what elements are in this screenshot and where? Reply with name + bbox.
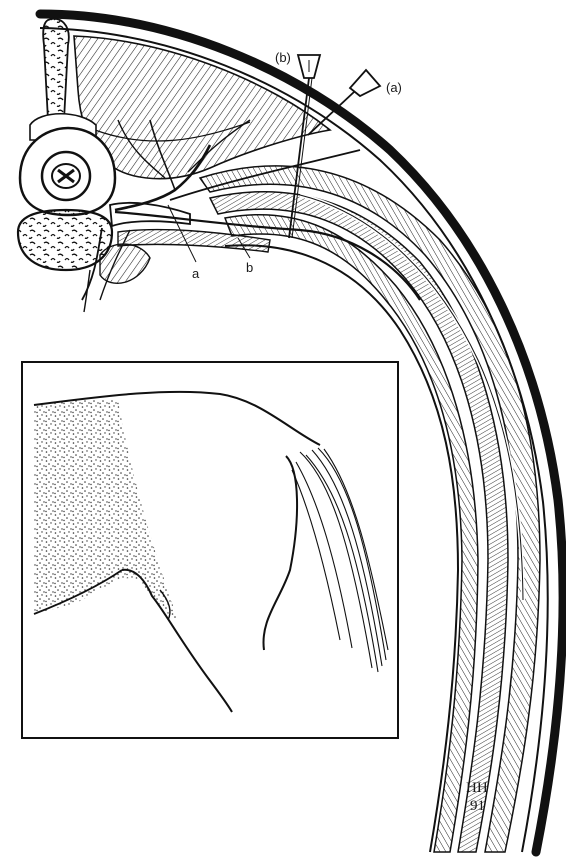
- nerve-a-label: a: [192, 266, 200, 281]
- needle-b-label: (b): [275, 50, 291, 65]
- signature-year: 91: [470, 798, 485, 814]
- needle-a: [308, 70, 380, 135]
- inset-panel: [22, 362, 398, 738]
- signature-initials: HH: [466, 780, 488, 796]
- nerve-b-label: b: [246, 260, 253, 275]
- needle-a-label: (a): [386, 80, 402, 95]
